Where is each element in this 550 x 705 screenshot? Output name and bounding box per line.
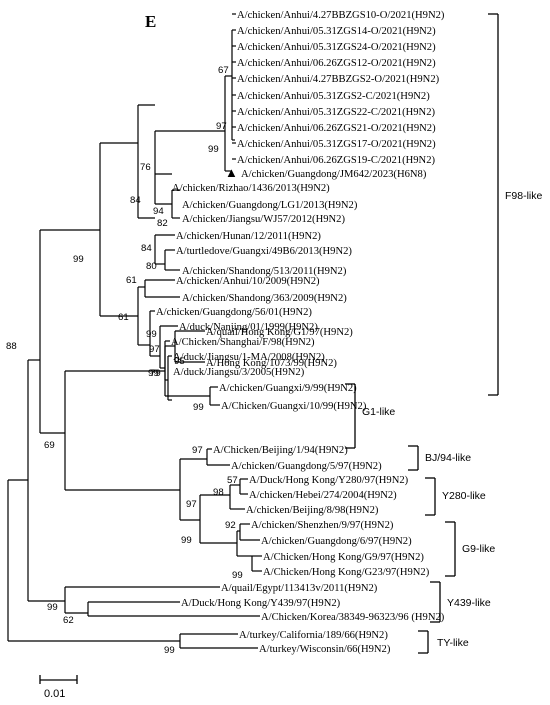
bootstrap-value: 69 <box>44 440 55 451</box>
leaf-label: A/quail/Egypt/113413v/2011(H9N2) <box>221 583 378 594</box>
leaf-label: A/chicken/Guangdong/JM642/2023(H6N8) <box>241 169 427 180</box>
bootstrap-value: 98 <box>213 487 224 498</box>
bootstrap-value: 79 <box>150 368 161 379</box>
leaf-label: A/Chicken/Shanghai/F/98(H9N2) <box>171 337 315 348</box>
triangle-marker-icon: ▲ <box>225 165 238 180</box>
bootstrap-value: 99 <box>47 602 58 613</box>
leaf-labels: A/chicken/Anhui/4.27BBZGS10-O/2021(H9N2)… <box>156 10 445 655</box>
clade-bracket-f98: F98-like <box>488 13 543 396</box>
leaf-label: A/chicken/Rizhao/1436/2013(H9N2) <box>172 183 330 194</box>
clade-bracket-g1: G1-like <box>345 383 395 449</box>
bootstrap-value: 97 <box>192 445 203 456</box>
leaf-label: A/chicken/Shenzhen/9/97(H9N2) <box>251 520 394 531</box>
clade-label: Y280-like <box>442 490 486 502</box>
clade-label: Y439-like <box>447 597 491 609</box>
bootstrap-values: 67 97 99 76 84 94 82 84 99 80 61 61 99 9… <box>6 65 243 656</box>
leaf-tips <box>232 13 236 160</box>
bootstrap-value: 94 <box>153 206 164 217</box>
leaf-label: A/turkey/Wisconsin/66(H9N2) <box>259 644 391 655</box>
leaf-label: A/chicken/Anhui/05.31ZGS24-O/2021(H9N2) <box>237 42 436 53</box>
leaf-label: A/chicken/Jiangsu/WJ57/2012(H9N2) <box>182 214 345 225</box>
bootstrap-value: 92 <box>225 520 236 531</box>
bootstrap-value: 99 <box>232 570 243 581</box>
leaf-label: A/chicken/Anhui/06.26ZGS21-O/2021(H9N2) <box>237 123 436 134</box>
leaf-label: A/chicken/Shandong/363/2009(H9N2) <box>182 293 347 304</box>
bootstrap-value: 99 <box>193 402 204 413</box>
bootstrap-value: 99 <box>181 535 192 546</box>
leaf-label: A/Chicken/Beijing/1/94(H9N2) <box>213 445 348 456</box>
bootstrap-value: 57 <box>227 475 238 486</box>
leaf-label: A/Chicken/Guangxi/10/99(H9N2) <box>221 401 367 412</box>
leaf-label: A/chicken/Anhui/06.26ZGS19-C/2021(H9N2) <box>237 155 435 166</box>
leaf-label: A/duck/Nanjing/01/1999(H9N2) <box>179 322 318 333</box>
bootstrap-value: 99 <box>73 254 84 265</box>
bootstrap-value: 61 <box>126 275 137 286</box>
bootstrap-value: 95 <box>174 356 185 367</box>
leaf-label: A/chicken/Anhui/10/2009(H9N2) <box>176 276 320 287</box>
bootstrap-value: 97 <box>216 121 227 132</box>
bootstrap-value: 67 <box>218 65 229 76</box>
bootstrap-value: 88 <box>6 341 17 352</box>
clade-bracket-ty: TY-like <box>418 630 469 654</box>
leaf-label: A/quail/Hong Kong/G1/97(H9N2) <box>206 327 353 338</box>
clade-label: BJ/94-like <box>425 452 471 464</box>
clade-label: F98-like <box>505 190 543 202</box>
leaf-label: A/Duck/Hong Kong/Y439/97(H9N2) <box>181 598 341 609</box>
leaf-label: A/duck/Jiangsu/1-MA/2008(H9N2) <box>173 352 325 363</box>
bootstrap-value: 97 <box>186 499 197 510</box>
bootstrap-value: 80 <box>146 261 157 272</box>
scale-bar: 0.01 <box>39 675 78 700</box>
bootstrap-value: 82 <box>157 218 168 229</box>
leaf-label: A/turkey/California/189/66(H9N2) <box>239 630 388 641</box>
leaf-label: A/chicken/Anhui/4.27BBZGS2-O/2021(H9N2) <box>237 74 440 85</box>
scale-bar-label: 0.01 <box>44 688 65 700</box>
clade-label: TY-like <box>437 637 469 649</box>
leaf-label: A/chicken/Guangdong/56/01(H9N2) <box>156 307 312 318</box>
clade-label: G9-like <box>462 543 495 555</box>
leaf-label: A/duck/Jiangsu/3/2005(H9N2) <box>173 367 305 378</box>
leaf-label: A/chicken/Guangdong/6/97(H9N2) <box>261 536 412 547</box>
leaf-label: A/chicken/Anhui/05.31ZGS2-C/2021(H9N2) <box>237 91 430 102</box>
clade-bracket-y439: Y439-like <box>430 581 491 623</box>
leaf-label: A/chicken/Anhui/05.31ZGS22-C/2021(H9N2) <box>237 107 435 118</box>
leaf-label: A/chicken/Anhui/4.27BBZGS10-O/2021(H9N2) <box>237 10 445 21</box>
leaf-label: A/chicken/Anhui/05.31ZGS17-O/2021(H9N2) <box>237 139 436 150</box>
clade-bracket-y280: Y280-like <box>425 477 486 516</box>
tree-branches <box>7 30 262 649</box>
leaf-label: A/chicken/Shandong/513/2011(H9N2) <box>182 266 347 277</box>
bootstrap-value: 99 <box>148 368 159 379</box>
leaf-label: A/chicken/Hebei/274/2004(H9N2) <box>249 490 397 501</box>
leaf-label: A/Chicken/Hong Kong/G9/97(H9N2) <box>263 552 424 563</box>
clade-label: G1-like <box>362 406 395 418</box>
clade-bracket-bj94: BJ/94-like <box>408 445 471 471</box>
bootstrap-value: 76 <box>140 162 151 173</box>
leaf-label: A/turtledove/Guangxi/49B6/2013(H9N2) <box>176 246 352 257</box>
bootstrap-value: 99 <box>208 144 219 155</box>
leaf-label: A/chicken/Beijing/8/98(H9N2) <box>246 505 379 516</box>
bootstrap-value: 97 <box>149 344 160 355</box>
leaf-label: A/chicken/Anhui/06.26ZGS12-O/2021(H9N2) <box>237 58 436 69</box>
leaf-label: A/Hong Kong/1073/99(H9N2) <box>206 358 337 369</box>
clade-bracket-g9: G9-like <box>445 521 495 577</box>
bootstrap-value: 84 <box>130 195 141 206</box>
leaf-label: A/chicken/Guangdong/5/97(H9N2) <box>231 461 382 472</box>
leaf-label: A/chicken/Guangxi/9/99(H9N2) <box>219 383 357 394</box>
bootstrap-value: 61 <box>118 312 129 323</box>
bootstrap-value: 84 <box>141 243 152 254</box>
clade-brackets: F98-like G1-like BJ/94-like Y280-like G9… <box>345 13 543 654</box>
bootstrap-value: 62 <box>63 615 74 626</box>
leaf-label: A/Chicken/Hong Kong/G23/97(H9N2) <box>263 567 430 578</box>
bootstrap-value: 99 <box>146 329 157 340</box>
panel-label: E <box>145 12 156 31</box>
leaf-label: A/Duck/Hong Kong/Y280/97(H9N2) <box>249 475 409 486</box>
leaf-label: A/chicken/Hunan/12/2011(H9N2) <box>176 231 321 242</box>
bootstrap-value: 99 <box>164 645 175 656</box>
leaf-label: A/Chicken/Korea/38349-96323/96 (H9N2) <box>261 612 445 623</box>
leaf-label: A/chicken/Guangdong/LG1/2013(H9N2) <box>182 200 358 211</box>
leaf-label: A/chicken/Anhui/05.31ZGS14-O/2021(H9N2) <box>237 26 436 37</box>
